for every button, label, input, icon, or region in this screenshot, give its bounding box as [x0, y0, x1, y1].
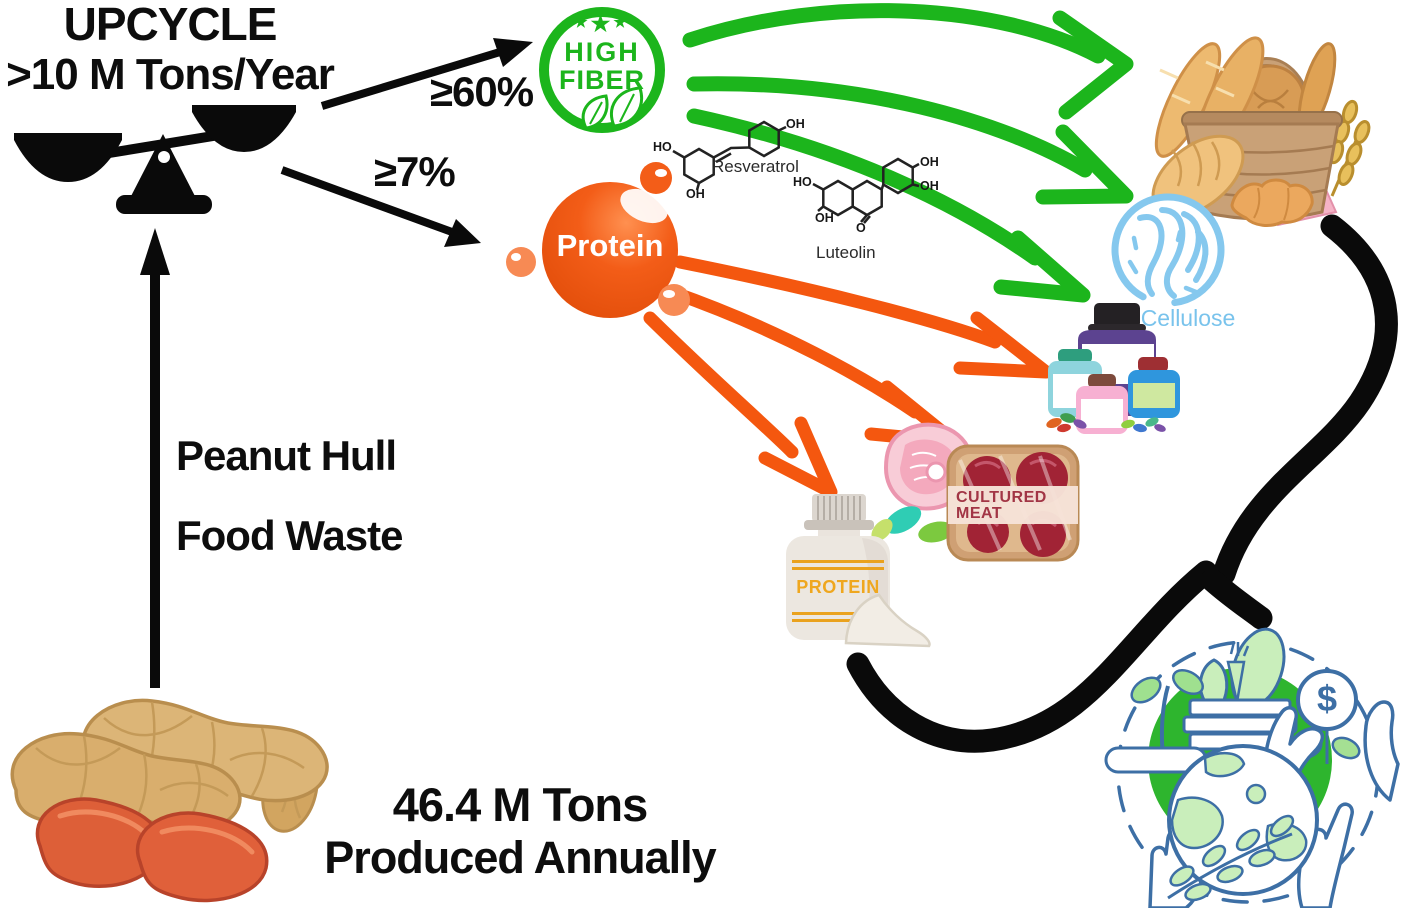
cellulose-label: Cellulose — [1140, 305, 1236, 331]
badge-stars: ★★★ — [574, 11, 630, 36]
luteolin-name: Luteolin — [816, 243, 876, 262]
resveratrol-group: HO — [653, 140, 672, 154]
high-fiber-badge — [539, 7, 665, 133]
luteolin-group: OH — [920, 179, 939, 193]
cultured-meat-label-line1: CULTURED — [956, 489, 1047, 506]
resveratrol-group: OH — [686, 187, 705, 201]
badge-line1: HIGH — [564, 37, 640, 67]
balance-scale-icon — [14, 105, 296, 214]
upcycle-subtitle: >10 M Tons/Year — [6, 50, 335, 99]
badge-line2: FIBER — [559, 65, 645, 95]
supplement-bottles — [1046, 303, 1180, 434]
meat-label-band — [948, 486, 1078, 524]
dollar-sign: $ — [1316, 678, 1338, 719]
protein-percentage-label: ≥7% — [374, 148, 456, 195]
luteolin-group: O — [856, 221, 866, 235]
croissant — [1230, 178, 1314, 227]
fiber-percentage-label: ≥60% — [430, 68, 534, 115]
waste-label-line1: Peanut Hull — [176, 432, 397, 479]
protein-jar — [786, 494, 931, 648]
resveratrol-group: OH — [786, 117, 805, 131]
veggie-crate — [1182, 627, 1298, 751]
luteolin-group: OH — [920, 155, 939, 169]
production-line2: Produced Annually — [324, 832, 716, 883]
luteolin-structure — [812, 157, 920, 224]
luteolin-group: OH — [815, 211, 834, 225]
pills — [1046, 413, 1166, 433]
cultured-meat-label-line2: MEAT — [956, 505, 1003, 522]
scale-to-protein-arrow — [280, 166, 481, 247]
scale-to-fiber-arrow — [320, 38, 533, 110]
resveratrol-name: Resveratrol — [712, 157, 799, 176]
resveratrol-structure — [672, 120, 787, 191]
protein-output-arrows — [643, 255, 1053, 499]
sprout-in-hand — [1104, 668, 1208, 774]
peanuts — [10, 698, 329, 903]
peanut-to-scale-arrow — [140, 228, 170, 688]
waste-label-line2: Food Waste — [176, 512, 403, 559]
protein-jar-label: PROTEIN — [796, 577, 880, 597]
cultured-meat — [871, 422, 1080, 562]
peanut-kernel — [136, 811, 269, 903]
luteolin-group: HO — [793, 175, 812, 189]
garnish-leaves — [871, 506, 954, 543]
powder-pile — [844, 593, 931, 648]
sustainability-icon — [1104, 627, 1400, 908]
to-sustainability-flow — [846, 214, 1398, 753]
production-line1: 46.4 M Tons — [392, 778, 649, 831]
wheat-sprig — [1167, 814, 1295, 902]
bread-basket — [1151, 36, 1371, 227]
leaf-icon — [581, 86, 643, 130]
protein-sphere-label: Protein — [556, 228, 664, 263]
upcycle-title: UPCYCLE — [63, 0, 278, 50]
cellulose-icon — [1111, 193, 1225, 307]
fiber-output-arrows — [682, 3, 1134, 303]
protein-sphere — [506, 162, 690, 318]
